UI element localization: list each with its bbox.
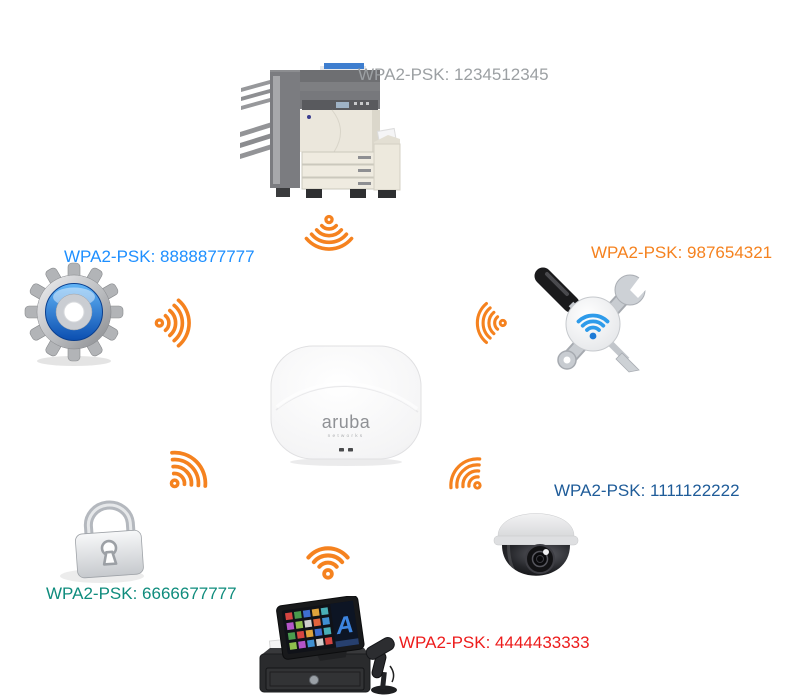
psk-label-gear: WPA2-PSK: 8888877777 (64, 247, 255, 266)
wifi-signal-printer-icon (301, 214, 357, 264)
psk-label-tools: WPA2-PSK: 987654321 (591, 243, 773, 262)
psk-label-lock: WPA2-PSK: 6666677777 (46, 584, 237, 603)
pos-screen-logo: A (333, 611, 355, 640)
wifi-signal-tools-icon (464, 299, 508, 347)
lock-icon (60, 500, 144, 583)
aruba-networks-text: networks (328, 433, 365, 439)
device-access-point: aruba networks (262, 344, 430, 468)
wifi-signal-pos-icon (302, 534, 354, 580)
device-pos: A (254, 596, 404, 695)
device-gear (24, 262, 126, 368)
access-point-icon: aruba networks (270, 345, 422, 466)
pos-terminal-icon: A (259, 596, 397, 695)
gear-icon (24, 262, 124, 366)
psk-label-camera: WPA2-PSK: 1111122222 (554, 481, 740, 500)
device-tools (527, 264, 657, 384)
device-lock (50, 482, 170, 588)
aruba-brand-text: aruba (322, 412, 371, 432)
wifi-signal-gear-icon (153, 295, 205, 351)
psk-label-pos: WPA2-PSK: 4444433333 (399, 633, 590, 652)
printer-icon (240, 63, 401, 198)
device-camera (484, 494, 588, 586)
camera-icon (493, 513, 579, 581)
device-printer (236, 56, 402, 202)
tools-icon (534, 267, 655, 373)
psk-label-printer: WPA2-PSK: 1234512345 (358, 65, 549, 84)
